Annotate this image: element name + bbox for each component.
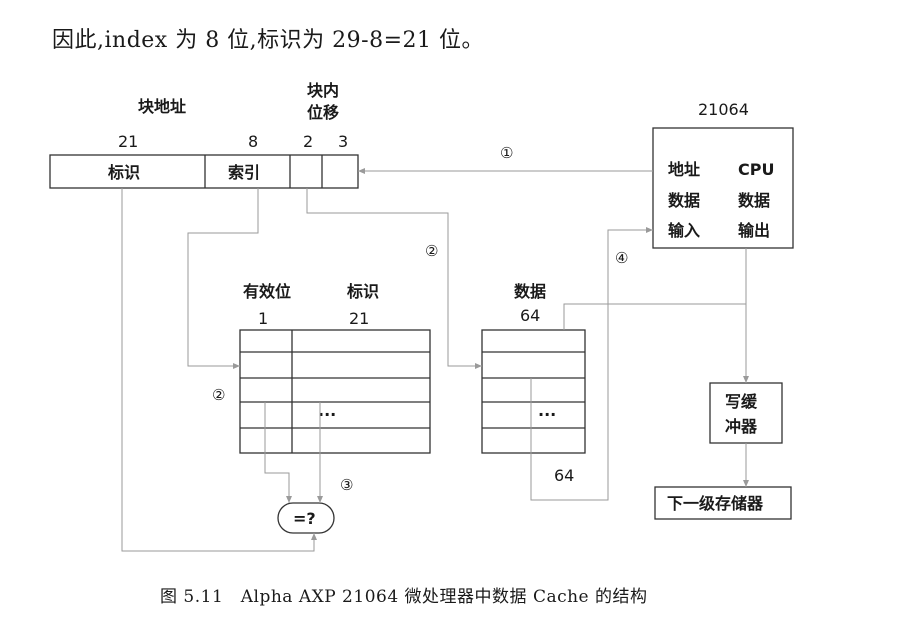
- block-offset-label-line2: 位移: [307, 103, 339, 122]
- connection-wires: [121, 168, 749, 552]
- data-width-top: 64: [520, 306, 540, 325]
- valid-bit-label: 有效位: [243, 282, 291, 301]
- figure-caption: 图 5.11 Alpha AXP 21064 微处理器中数据 Cache 的结构: [160, 587, 648, 607]
- cpu-data-in-label: 数据: [668, 191, 700, 210]
- data-array-ellipsis: ···: [538, 405, 556, 424]
- comparator: [277, 502, 335, 534]
- data-width-bottom: 64: [554, 466, 574, 485]
- comparator-label: =?: [293, 509, 316, 528]
- cpu-title: 21064: [698, 100, 749, 119]
- step-4-marker: ④: [615, 249, 628, 267]
- tag-array-ellipsis: ···: [318, 405, 336, 424]
- tag-bits-label: 21: [118, 132, 138, 151]
- write-buffer-line1: 写缓: [725, 392, 758, 411]
- tag-array-label: 标识: [346, 282, 379, 301]
- step-1-marker: ①: [500, 144, 513, 162]
- next-level-memory: [654, 486, 792, 520]
- cpu-data-out-label: 数据: [738, 191, 770, 210]
- valid-bits-width: 1: [258, 309, 268, 328]
- next-level-memory-label: 下一级存储器: [667, 494, 764, 513]
- step-2-marker-data: ②: [425, 242, 438, 260]
- cpu-output-label: 输出: [738, 221, 770, 240]
- intro-text: 因此,index 为 8 位,标识为 29-8=21 位。: [52, 28, 485, 53]
- tag-array: [239, 329, 431, 454]
- address-register: [49, 154, 359, 189]
- offset-bits-label-b: 3: [338, 132, 348, 151]
- cpu-label: CPU: [738, 160, 774, 179]
- index-field: 索引: [228, 163, 260, 182]
- index-bits-label: 8: [248, 132, 258, 151]
- write-buffer-line2: 冲器: [725, 417, 758, 436]
- block-address-label: 块地址: [138, 97, 186, 116]
- offset-bits-label-a: 2: [303, 132, 313, 151]
- data-array-label: 数据: [514, 282, 546, 301]
- block-offset-label-line1: 块内: [307, 81, 339, 100]
- tag-field: 标识: [107, 163, 140, 182]
- step-3-marker: ③: [340, 476, 353, 494]
- cpu-input-label: 输入: [668, 221, 700, 240]
- step-2-marker-tag: ②: [212, 386, 225, 404]
- cpu-address-label: 地址: [668, 160, 700, 179]
- data-array: [481, 329, 586, 454]
- tag-bits-width: 21: [349, 309, 369, 328]
- cpu-box: [652, 127, 794, 249]
